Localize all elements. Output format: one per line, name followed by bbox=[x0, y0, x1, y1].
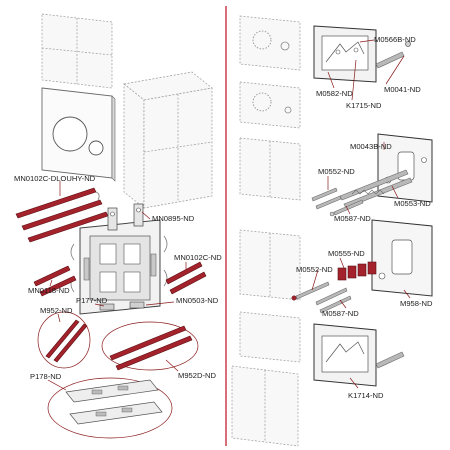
label-m0043b: M0043B-ND bbox=[350, 142, 392, 151]
label-m0566b: M0566B-ND bbox=[374, 35, 416, 44]
cover-panel-top-left bbox=[41, 13, 113, 89]
label-m0041: M0041-ND bbox=[384, 85, 421, 94]
label-m958: M958-ND bbox=[400, 299, 433, 308]
label-m0587-bottom: M0587-ND bbox=[322, 309, 359, 318]
label-mn0102c: MN0102C-ND bbox=[174, 253, 222, 262]
label-m0555: M0555-ND bbox=[328, 249, 365, 258]
label-m952: M952-ND bbox=[40, 306, 73, 315]
part-k1714-frame bbox=[313, 323, 405, 387]
flush-plate-round-buttons bbox=[41, 87, 116, 182]
part-mn0102c-dlouhy-rods bbox=[15, 187, 109, 243]
label-m0587-top: M0587-ND bbox=[334, 214, 371, 223]
flush-plate-holes-bottom bbox=[239, 81, 301, 129]
callout-lines bbox=[47, 39, 411, 391]
part-mn0895-brackets bbox=[107, 203, 144, 231]
label-k1714: K1714-ND bbox=[348, 391, 384, 400]
part-labels: MN0102C-DLOUHY-ND MN0895-ND MN0102C-ND M… bbox=[14, 35, 433, 400]
part-mn0503-feet bbox=[99, 301, 145, 311]
label-mn0895: MN0895-ND bbox=[152, 214, 195, 223]
part-m0552-pins-top bbox=[311, 187, 342, 210]
flush-plate-holes-top bbox=[239, 15, 301, 71]
small-flush-button-icon bbox=[88, 140, 104, 156]
label-m0553: M0553-ND bbox=[394, 199, 431, 208]
label-p177: P177-ND bbox=[76, 296, 108, 305]
part-mn0118-rods bbox=[33, 265, 77, 297]
part-m0587-pins-bottom bbox=[315, 287, 352, 314]
part-m0587-pins-top bbox=[329, 199, 364, 217]
mounting-frame bbox=[70, 219, 168, 315]
part-mn0102c-rods bbox=[165, 261, 207, 295]
label-mn0118: MN0118-ND bbox=[28, 286, 70, 295]
label-k1715: K1715-ND bbox=[346, 101, 382, 110]
part-p178-plates bbox=[47, 377, 173, 439]
label-mn0503: MN0503-ND bbox=[176, 296, 219, 305]
cover-panel-lower-right bbox=[239, 229, 301, 301]
label-m952d: M952D-ND bbox=[178, 371, 216, 380]
part-m952d-rod-set bbox=[101, 321, 199, 371]
large-flush-button-icon bbox=[52, 116, 88, 152]
cover-panel-mid-left bbox=[123, 71, 213, 209]
cover-panel-mid-right bbox=[239, 137, 301, 201]
part-m952-rod-set bbox=[37, 311, 91, 369]
part-m0555-clips bbox=[337, 261, 377, 281]
label-m0552-bottom: M0552-ND bbox=[296, 265, 333, 274]
label-mn0102c-dlouhy: MN0102C-DLOUHY-ND bbox=[14, 174, 96, 183]
cover-panel-bottom-right bbox=[231, 311, 301, 447]
label-p178: P178-ND bbox=[30, 372, 62, 381]
label-m0582: M0582-ND bbox=[316, 89, 353, 98]
part-m958-plate bbox=[371, 219, 433, 297]
part-m0552-pins-bottom bbox=[291, 281, 330, 301]
label-m0552-top: M0552-ND bbox=[318, 167, 355, 176]
